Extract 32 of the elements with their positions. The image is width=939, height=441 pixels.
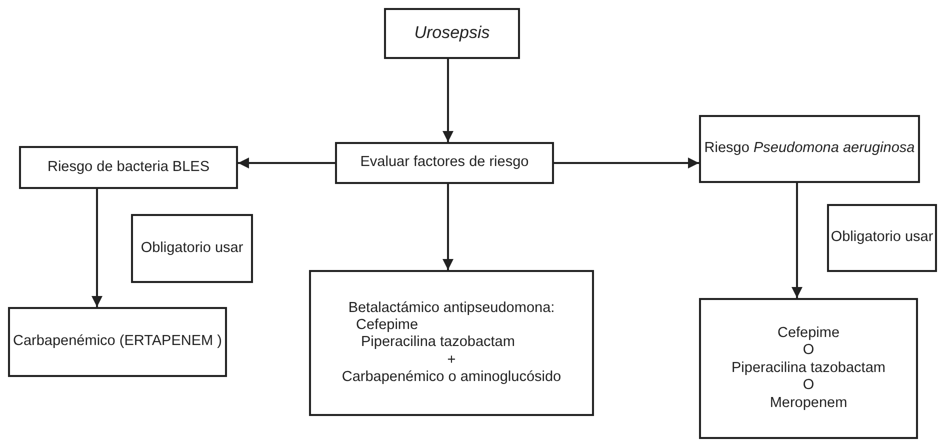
box-text: Carbapenémico o aminoglucósido (342, 369, 562, 386)
arrow (442, 59, 454, 142)
box-text: Riesgo Pseudomona aeruginosa (704, 140, 915, 158)
box-text: + (447, 352, 456, 370)
process-box (309, 270, 594, 416)
arrow (442, 184, 454, 270)
box-text: Urosepsis (414, 23, 490, 44)
process-box (699, 298, 918, 439)
arrow (554, 158, 699, 168)
process-box (19, 146, 238, 189)
box-text: O (802, 342, 814, 360)
box-text: Betalactámico antipseudomona: (348, 300, 555, 317)
process-box (335, 142, 554, 184)
box-text: Riesgo de bacteria BLES (47, 158, 210, 176)
box-text: Meropenem (770, 394, 848, 412)
box-text: Obligatorio usar (830, 229, 934, 247)
process-box (131, 214, 253, 283)
box-text: Cefepime (777, 325, 840, 342)
box-text: Piperacilina tazobactam (732, 360, 886, 378)
arrow (238, 158, 335, 168)
process-box (699, 115, 920, 183)
box-text: O (802, 377, 814, 395)
arrow (792, 183, 802, 298)
arrow (92, 189, 102, 307)
box-text: Evaluar factores de riesgo (360, 154, 529, 172)
box-text: Cefepime (356, 316, 418, 334)
process-box (827, 204, 937, 272)
box-text: Piperacilina tazobactam (361, 334, 515, 352)
process-box (384, 8, 520, 59)
box-text: Carbapenémico (ERTAPENEM ) (13, 333, 222, 351)
box-text: Obligatorio usar (140, 240, 244, 258)
process-box (8, 307, 227, 377)
